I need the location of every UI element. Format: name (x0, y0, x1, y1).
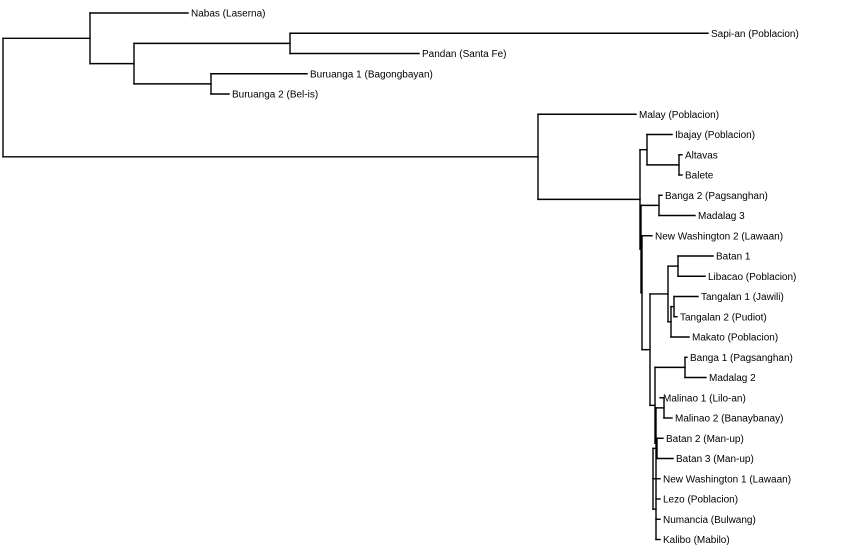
leaf-label-tangalan2: Tangalan 2 (Pudiot) (680, 312, 767, 323)
leaf-label-batan2: Batan 2 (Man-up) (666, 434, 744, 445)
leaf-label-banga2: Banga 2 (Pagsanghan) (665, 191, 768, 202)
leaf-label-malinao2: Malinao 2 (Banaybanay) (675, 414, 783, 425)
leaf-label-banga1: Banga 1 (Pagsanghan) (690, 353, 793, 364)
leaf-label-malay: Malay (Poblacion) (639, 110, 719, 121)
leaf-label-sapian: Sapi-an (Poblacion) (711, 29, 799, 40)
leaf-label-nabas: Nabas (Laserna) (191, 9, 265, 20)
dendrogram-leaf-labels: Nabas (Laserna) Sapi-an (Poblacion) Pandan… (191, 9, 799, 546)
leaf-label-buruanga1: Buruanga 1 (Bagongbayan) (310, 69, 433, 80)
dendrogram-branches (2, 12, 714, 541)
leaf-label-makato: Makato (Poblacion) (692, 333, 778, 344)
leaf-label-tangalan1: Tangalan 1 (Jawili) (701, 292, 784, 303)
leaf-label-malinao1: Malinao 1 (Lilo-an) (663, 393, 746, 404)
leaf-label-newwash1: New Washington 1 (Lawaan) (663, 474, 791, 485)
leaf-label-madalag2: Madalag 2 (709, 373, 756, 384)
leaf-label-buruanga2: Buruanga 2 (Bel-is) (232, 90, 318, 101)
leaf-label-kalibo: Kalibo (Mabilo) (663, 535, 730, 546)
leaf-label-lezo: Lezo (Poblacion) (663, 495, 738, 506)
leaf-label-ibajay: Ibajay (Poblacion) (675, 130, 755, 141)
leaf-label-pandan: Pandan (Santa Fe) (422, 49, 507, 60)
leaf-label-altavas: Altavas (685, 150, 718, 161)
leaf-label-balete: Balete (685, 171, 714, 182)
leaf-label-newwash2: New Washington 2 (Lawaan) (655, 231, 783, 242)
leaf-label-batan1: Batan 1 (716, 252, 751, 263)
leaf-label-libacao: Libacao (Poblacion) (708, 272, 796, 283)
leaf-label-batan3: Batan 3 (Man-up) (676, 454, 754, 465)
leaf-label-numancia: Numancia (Bulwang) (663, 515, 756, 526)
leaf-label-madalag3: Madalag 3 (698, 211, 745, 222)
